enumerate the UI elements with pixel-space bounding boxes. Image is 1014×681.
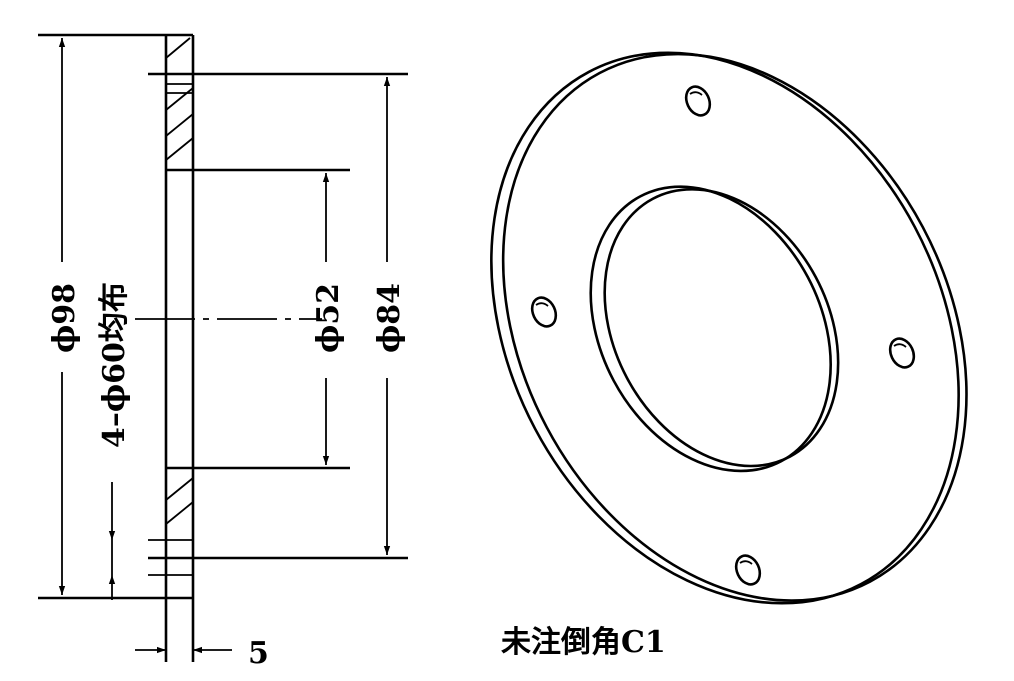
bolt-hole-qty: 4–ϕ6 (97, 363, 132, 448)
dim-5-label: 5 (248, 636, 269, 671)
isometric-view (490, 51, 968, 605)
section-view: ϕ98 4–ϕ60均布 ϕ52 ϕ84 5 (38, 33, 408, 671)
section-hatching (165, 37, 194, 525)
dim-84-label: ϕ84 (372, 283, 407, 353)
bolt-hole-top (684, 85, 712, 117)
bolt-hole-bottom (734, 554, 762, 586)
chamfer-note: 未注倒角C1 (501, 625, 666, 660)
bolt-hole-right (888, 337, 916, 369)
flange-back-edge (501, 52, 968, 602)
bolt-hole-left (530, 296, 558, 328)
bolt-hole-label: 4–ϕ60均布 (97, 282, 132, 448)
bolt-circle-text: 0均布 (97, 282, 132, 363)
dim-52-label: ϕ52 (311, 283, 346, 353)
flange-outer-edge (490, 51, 960, 605)
bore-back-edge (603, 187, 840, 468)
dim-98-label: ϕ98 (47, 283, 82, 353)
